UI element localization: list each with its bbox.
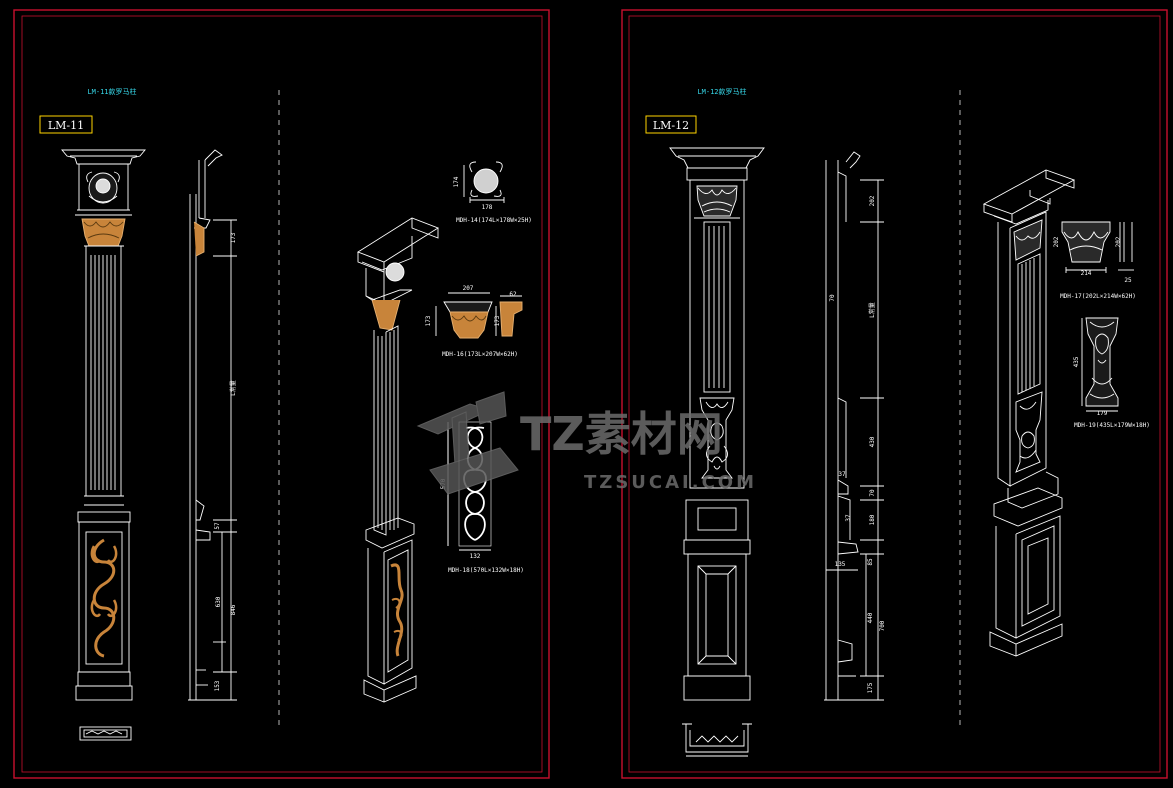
lm12-isometric-view (982, 169, 1076, 657)
part-mdh16-caption: MDH-16(173L×207W×62H) (442, 351, 518, 358)
dim-lm11-173: 173 (230, 232, 237, 243)
dim-lm11-L: L常量 (229, 380, 237, 396)
part-mdh16-h2: 173 (494, 315, 501, 326)
sheet-frame-right (621, 9, 1168, 779)
part-mdh17 (1061, 221, 1134, 273)
dim-lm12-70b: 70 (869, 489, 876, 497)
lm11-side-section (188, 149, 237, 701)
dim-lm12-180: 180 (869, 514, 876, 525)
dim-lm11-846: 846 (230, 604, 237, 615)
lm11-isometric-view (357, 217, 439, 703)
dim-lm12-440: 440 (867, 612, 874, 623)
dim-lm12-202: 202 (869, 195, 876, 206)
lm11-side-dimensions: 173 L常量 57 630 846 153 (214, 232, 237, 691)
dim-lm12-175: 175 (867, 682, 874, 693)
part-mdh16 (435, 292, 523, 339)
model-tag-lm11: LM-11 (39, 115, 93, 134)
part-mdh18-w: 132 (470, 553, 481, 560)
part-mdh17-h2: 202 (1115, 236, 1122, 247)
lm12-side-section (824, 151, 884, 701)
watermark: TZ素材网 TZSUCAI.COM (416, 391, 757, 495)
part-mdh14-w: 178 (482, 204, 493, 211)
model-tag-lm12-label: LM-12 (653, 119, 689, 132)
watermark-logo-icon (416, 391, 519, 495)
part-mdh17-d: 25 (1124, 277, 1132, 284)
part-mdh16-d: 62 (509, 291, 517, 298)
part-mdh17-w: 214 (1081, 270, 1092, 277)
dim-lm12-37b: 37 (845, 514, 852, 522)
lm11-front-elevation (61, 149, 146, 701)
dim-lm12-85: 85 (867, 558, 874, 566)
sheet-title-lm11: LM-11款罗马柱 (87, 87, 136, 96)
dim-lm12-700: 700 (879, 620, 886, 631)
lm12-front-elevation (669, 147, 765, 701)
part-mdh14-h: 174 (453, 176, 460, 187)
part-mdh14-caption: MDH-14(174L×178W×25H) (456, 217, 532, 224)
watermark-url: TZSUCAI.COM (584, 472, 757, 493)
dim-lm12-70: 70 (829, 294, 836, 302)
dim-lm12-135: 135 (835, 561, 846, 568)
part-mdh17-h: 202 (1053, 236, 1060, 247)
lm12-plan-view (682, 723, 752, 757)
sheet-title-lm12: LM-12款罗马柱 (697, 87, 746, 96)
dim-lm11-153: 153 (214, 680, 221, 691)
sheet-frame-left (13, 9, 550, 779)
part-mdh19-w: 179 (1097, 410, 1108, 417)
dim-lm11-630: 630 (215, 596, 222, 607)
dim-lm12-37: 37 (838, 471, 846, 478)
part-mdh19-caption: MDH-19(435L×179W×18H) (1074, 422, 1150, 429)
watermark-brand: TZ素材网 (520, 407, 723, 461)
dim-lm12-430: 430 (869, 436, 876, 447)
part-mdh16-h: 173 (425, 315, 432, 326)
part-mdh18-caption: MDH-18(570L×132W×18H) (448, 567, 524, 574)
model-tag-lm12: LM-12 (645, 115, 697, 134)
model-tag-lm11-label: LM-11 (48, 119, 84, 132)
lm12-side-dimensions: 202 70 L常量 430 37 70 37 180 135 85 440 7… (829, 195, 886, 693)
part-mdh17-caption: MDH-17(202L×214W×62H) (1060, 293, 1136, 300)
lm11-plan-view (79, 726, 132, 741)
part-mdh19 (1081, 317, 1119, 412)
dim-lm11-57: 57 (214, 522, 221, 530)
part-mdh16-w: 207 (463, 285, 474, 292)
dim-lm12-L: L常量 (868, 302, 876, 318)
part-mdh14 (463, 161, 505, 203)
part-mdh19-h: 435 (1073, 356, 1080, 367)
